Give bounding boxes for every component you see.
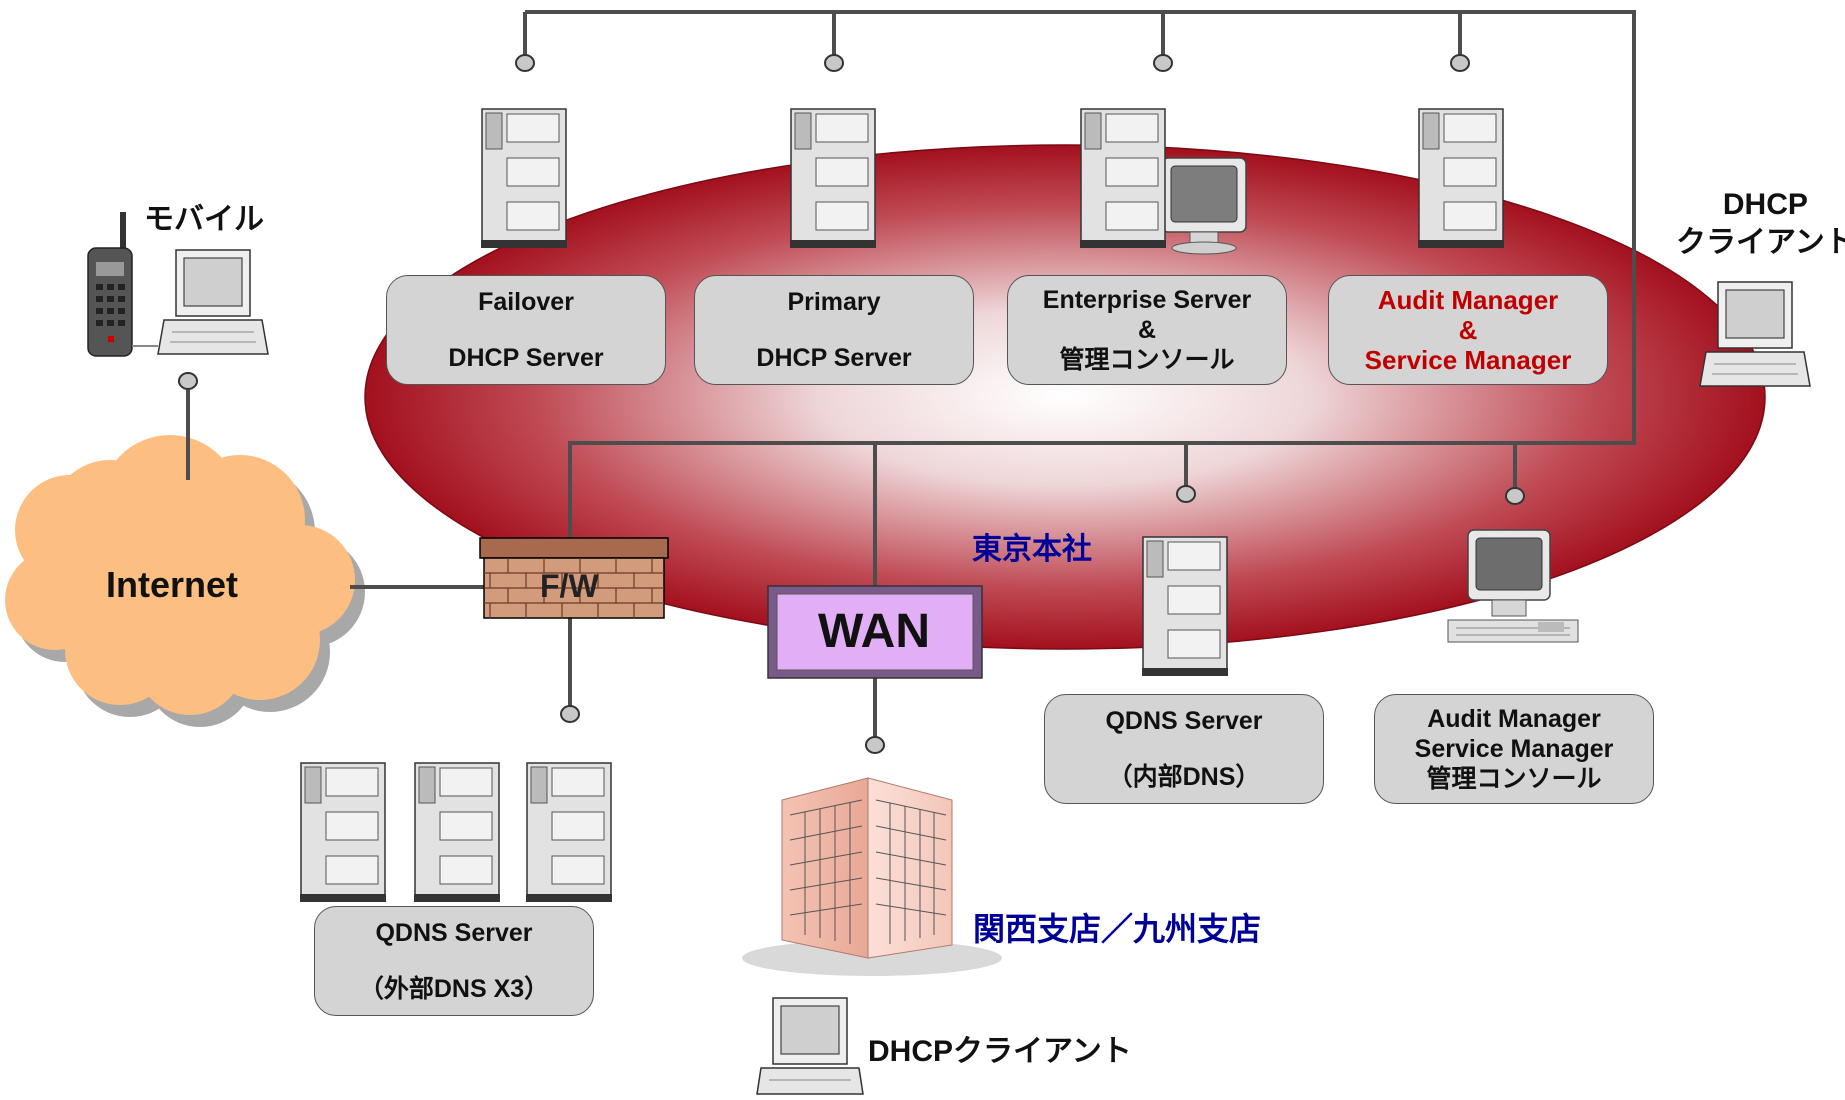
laptop-icon-mobile (157, 249, 269, 355)
workstation-icon-console (1447, 529, 1579, 643)
qdns-external-line2: （外部DNS X3） (358, 975, 550, 1003)
dhcp-client-right-line2: クライアント (1676, 226, 1845, 259)
audit-line2: & (1458, 315, 1478, 345)
failover-line2: DHCP Server (448, 344, 604, 372)
server-icon-failover (481, 108, 567, 248)
failover-line1: Failover (478, 288, 574, 316)
enterprise-line3: 管理コンソール (1059, 346, 1235, 374)
server-icon-qdns-external-3 (526, 762, 612, 902)
server-icon-audit (1418, 108, 1504, 248)
qdns-external-box: QDNS Server （外部DNS X3） (314, 906, 594, 1016)
laptop-icon-dhcp-bottom (756, 997, 864, 1095)
server-icon-qdns-internal (1142, 536, 1228, 676)
tokyo-hq-label: 東京本社 (972, 533, 1092, 566)
audit-console-line2: Service Manager (1414, 735, 1614, 763)
primary-line1: Primary (787, 288, 881, 316)
qdns-internal-line2: （内部DNS） (1107, 763, 1261, 791)
server-icon-qdns-external-2 (414, 762, 500, 902)
wan-box (767, 585, 983, 679)
branch-office-building (742, 777, 1002, 976)
audit-console-line3: 管理コンソール (1426, 765, 1602, 793)
enterprise-server-box: Enterprise Server & 管理コンソール (1007, 275, 1287, 385)
internet-cloud (5, 435, 365, 727)
audit-line3: Service Manager (1364, 345, 1572, 375)
audit-console-line1: Audit Manager (1427, 705, 1601, 733)
laptop-icon-dhcp-right (1699, 281, 1811, 387)
tokyo-hq-area (364, 144, 1766, 650)
audit-service-manager-box: Audit Manager & Service Manager (1328, 275, 1608, 385)
audit-console-box: Audit Manager Service Manager 管理コンソール (1374, 694, 1654, 804)
failover-dhcp-server-box: Failover DHCP Server (386, 275, 666, 385)
mobile-label: モバイル (144, 203, 264, 236)
qdns-internal-line1: QDNS Server (1105, 707, 1263, 735)
network-taps (178, 54, 1525, 754)
server-icon-enterprise (1080, 108, 1166, 248)
qdns-external-line1: QDNS Server (375, 919, 533, 947)
branch-office-label: 関西支店／九州支店 (973, 911, 1262, 947)
dhcp-client-right-label: DHCP クライアント (1676, 186, 1845, 262)
dhcp-client-right-line1: DHCP (1722, 188, 1808, 221)
qdns-internal-box: QDNS Server （内部DNS） (1044, 694, 1324, 804)
server-icon-primary (790, 108, 876, 248)
network-lines (186, 10, 1636, 740)
monitor-icon-enterprise (1161, 157, 1247, 255)
mobile-phone-icon (87, 212, 158, 357)
firewall-wall (479, 537, 669, 619)
server-icon-qdns-external-1 (300, 762, 386, 902)
firewall-label: F/W (540, 568, 599, 604)
audit-line1: Audit Manager (1377, 285, 1559, 315)
enterprise-line1: Enterprise Server (1042, 286, 1252, 314)
enterprise-line2: & (1137, 316, 1157, 344)
internet-label: Internet (106, 564, 239, 605)
primary-line2: DHCP Server (756, 344, 912, 372)
primary-dhcp-server-box: Primary DHCP Server (694, 275, 974, 385)
dhcp-client-bottom-label: DHCPクライアント (868, 1035, 1132, 1068)
wan-label: WAN (818, 605, 930, 658)
